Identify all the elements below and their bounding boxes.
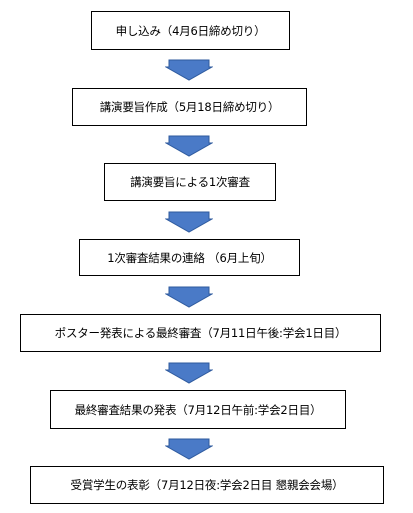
step-label: 1次審査結果の連絡 （6月上旬） <box>107 250 272 265</box>
step-label: 最終審査結果の発表（7月12日午前:学会2日目） <box>74 402 322 417</box>
step-box-award: 受賞学生の表彰（7月12日夜:学会2日目 懇親会会場） <box>30 466 384 504</box>
step-label: 講演要旨による1次審査 <box>130 175 250 189</box>
step-label: 受賞学生の表彰（7月12日夜:学会2日目 懇親会会場） <box>70 478 344 492</box>
step-label: ポスター発表による最終審査（7月11日午後:学会1日目） <box>54 326 347 340</box>
step-label: 講演要旨作成（5月18日締め切り） <box>99 100 280 114</box>
step-box-first-review: 講演要旨による1次審査 <box>104 163 276 201</box>
step-box-first-result: 1次審査結果の連絡 （6月上旬） <box>79 239 300 276</box>
arrow-down-icon <box>165 211 213 233</box>
step-box-abstract: 講演要旨作成（5月18日締め切り） <box>72 88 307 126</box>
arrow-down-icon <box>165 362 213 384</box>
step-box-application: 申し込み（4月6日締め切り） <box>91 11 290 50</box>
arrow-down-icon <box>165 286 213 308</box>
step-label: 申し込み（4月6日締め切り） <box>115 23 266 38</box>
arrow-down-icon <box>165 59 213 81</box>
arrow-down-icon <box>165 438 213 460</box>
arrow-down-icon <box>165 135 213 157</box>
step-box-final-review: ポスター発表による最終審査（7月11日午後:学会1日目） <box>20 314 381 352</box>
step-box-final-result: 最終審査結果の発表（7月12日午前:学会2日目） <box>50 390 346 429</box>
